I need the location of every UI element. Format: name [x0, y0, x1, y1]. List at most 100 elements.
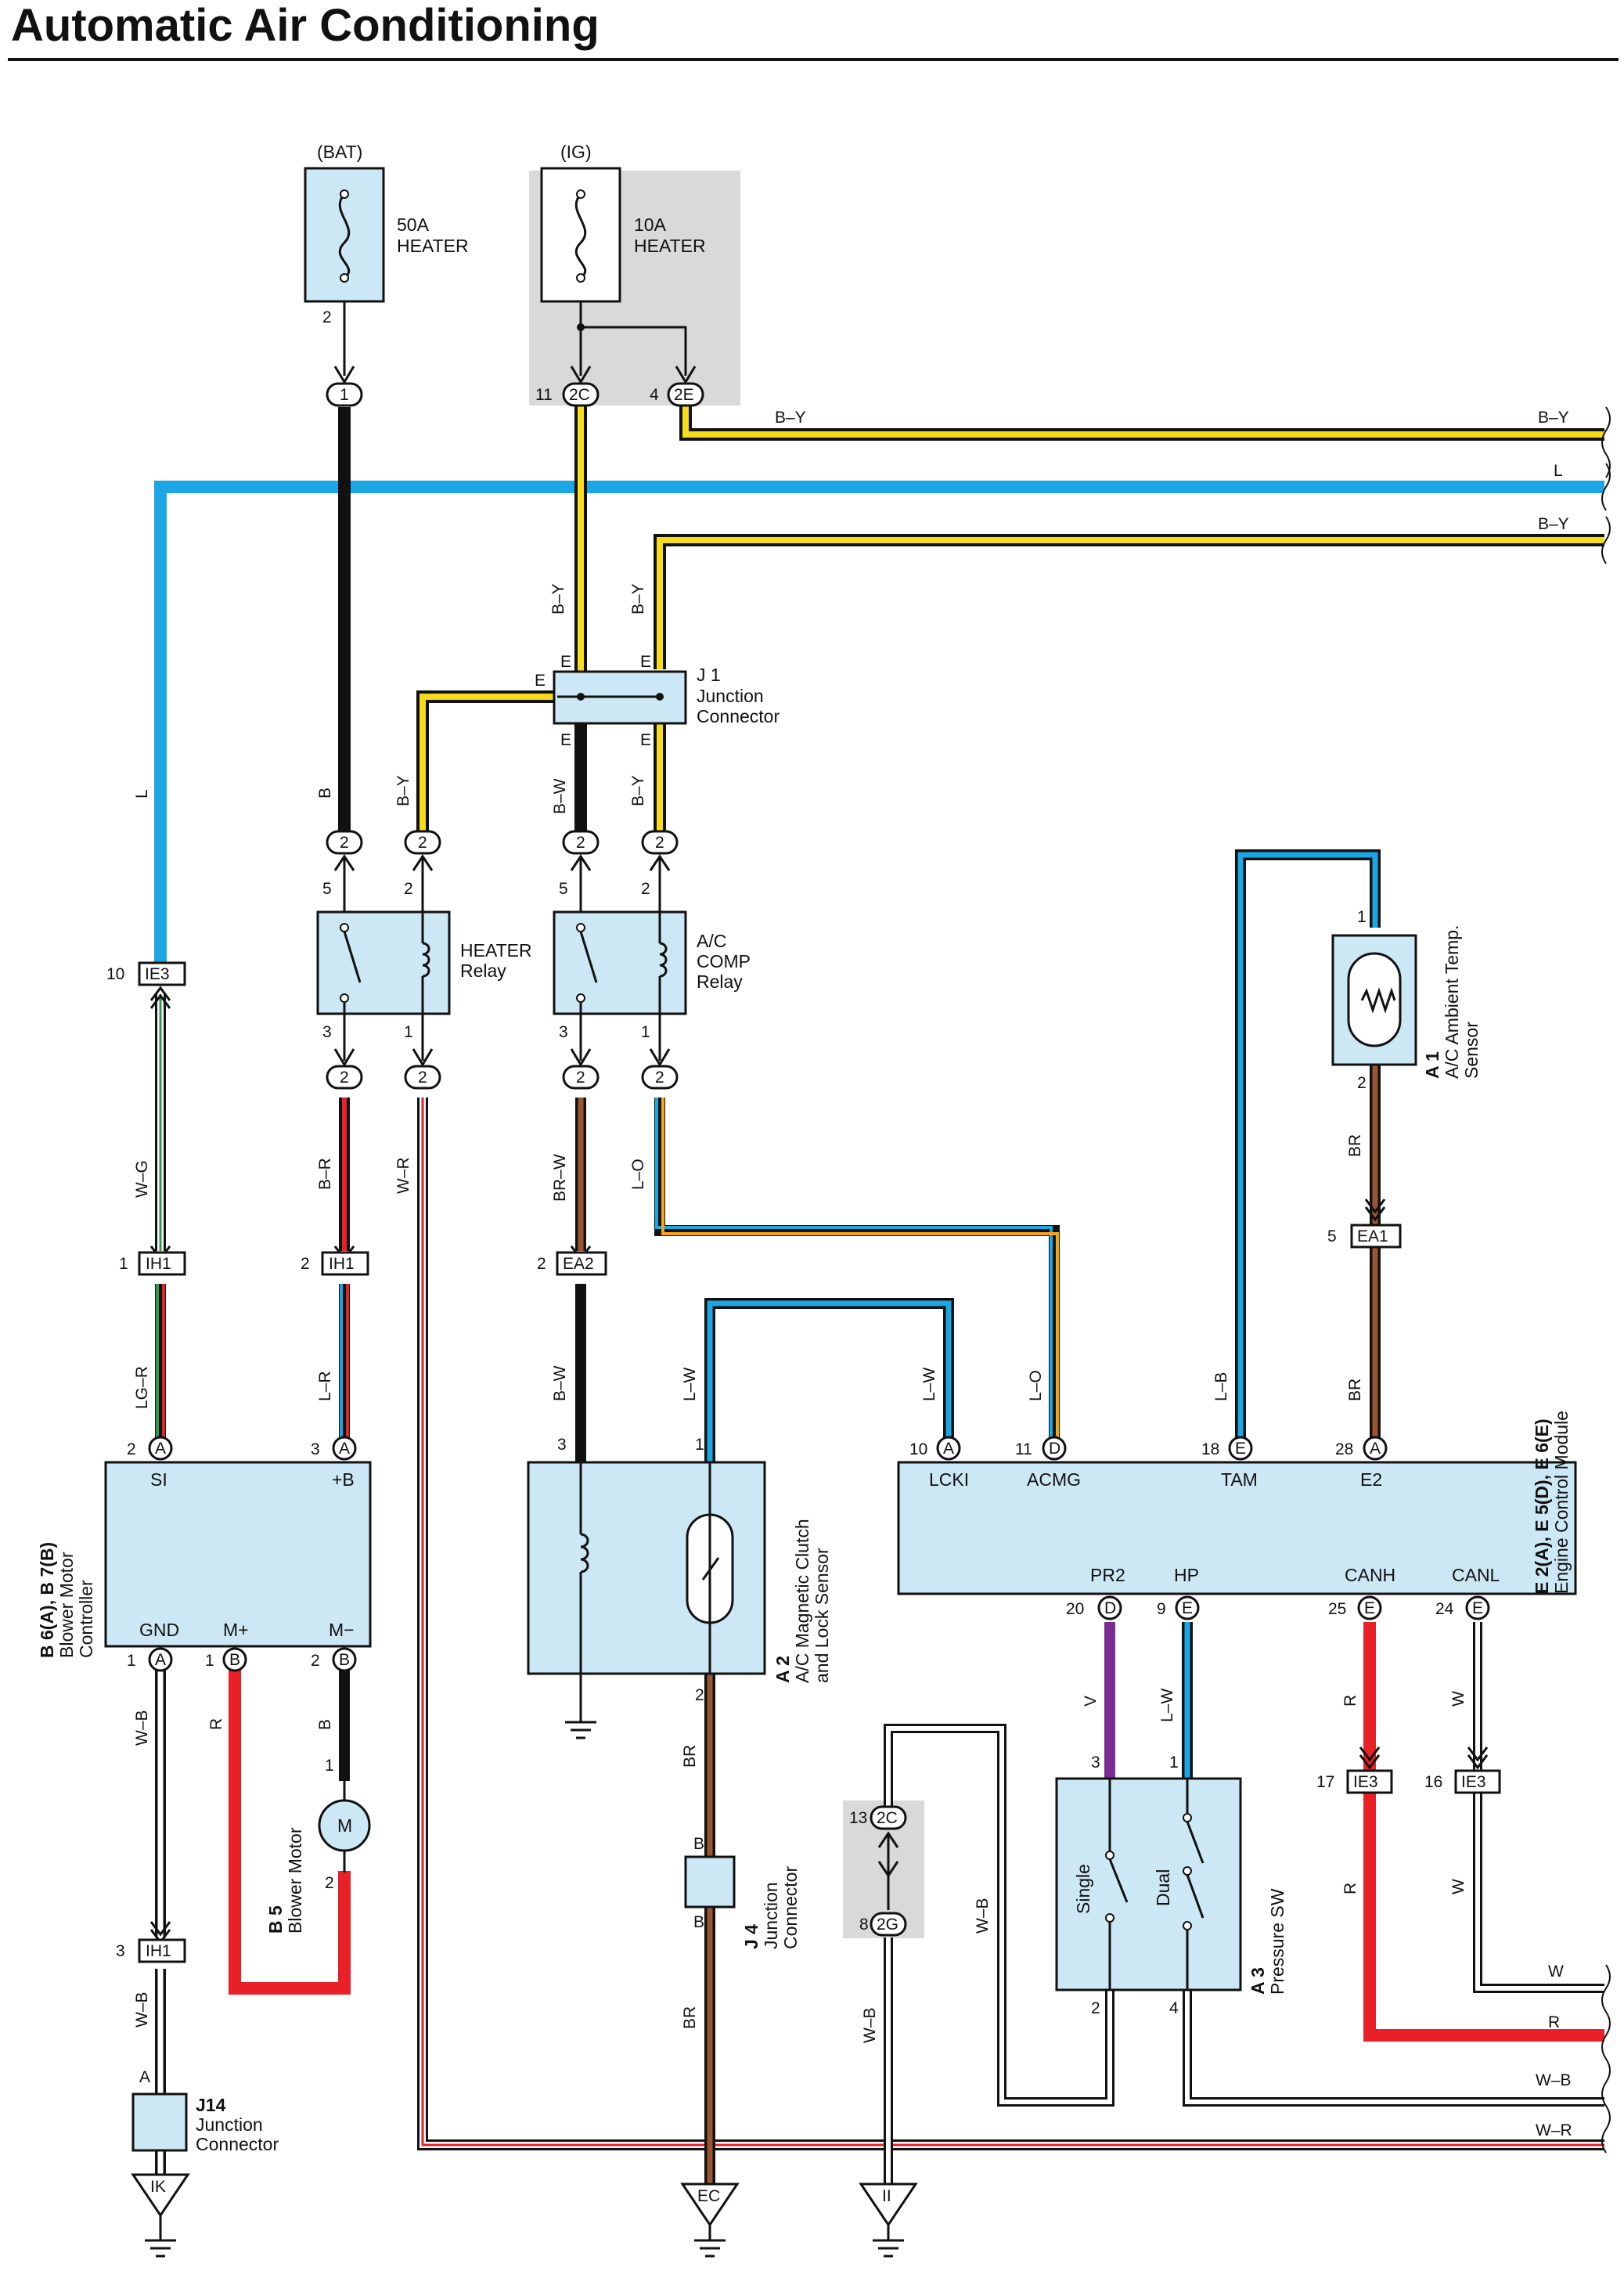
bc-top-pin-1: 2 [127, 1440, 136, 1458]
psw-pin-3: 3 [1091, 1754, 1100, 1772]
relay-connectors-bottom: 3 1 3 1 2 2 2 2 [322, 1014, 679, 1090]
j1-name-1: Junction [697, 686, 764, 706]
ecm-bot-conn-1: D [1104, 1599, 1116, 1617]
blower-ctrl-box [104, 1461, 372, 1648]
conn-2c-top-label: 2C [569, 386, 590, 404]
j4-pin-b2: B [693, 1913, 704, 1931]
clutch-name-2: and Lock Sensor [812, 1548, 832, 1683]
bc-bot-conn-2: B [229, 1651, 240, 1669]
pin-17: 17 [1316, 1773, 1334, 1791]
pin-1-ih1: 1 [119, 1255, 128, 1273]
wire-by-second [654, 534, 1604, 669]
conn-2c-mid [870, 1805, 907, 1830]
pin-13: 13 [849, 1809, 867, 1827]
conn-ih1-a [138, 1251, 186, 1276]
wire-lo [654, 1098, 1060, 1439]
pin-5-ea1: 5 [1327, 1227, 1337, 1245]
clutch-pin-3: 3 [557, 1436, 567, 1454]
rcb-3: 2 [576, 1069, 585, 1087]
psw-pin-1: 1 [1169, 1754, 1179, 1772]
blower-motor: 1 M 2 B 5 Blower Motor [265, 1757, 371, 1934]
lbl-by-1: B–Y [775, 409, 806, 427]
psw-name: Pressure SW [1267, 1888, 1287, 1995]
j1-ref: J 1 [697, 665, 721, 685]
j4-pin-b1: B [693, 1835, 704, 1853]
pin-16: 16 [1424, 1773, 1442, 1791]
lbl-r-1: R [207, 1718, 225, 1730]
lbl-lw-1: L–W [681, 1368, 699, 1401]
ecm-bot-pin-4: 24 [1435, 1600, 1454, 1618]
pin-2-ea2: 2 [537, 1255, 546, 1273]
clutch-ref: A 2 [772, 1656, 793, 1683]
ecm-canh: CANH [1345, 1565, 1395, 1585]
ecm-top-conn-3: E [1235, 1440, 1246, 1458]
fuse-50a-rating: 50A [397, 214, 430, 235]
pin-8: 8 [859, 1916, 869, 1934]
lbl-br-2: BR [1346, 1134, 1364, 1157]
lbl-bw-2: B–W [551, 1365, 569, 1401]
ac-comp-relay: A/C COMP Relay [553, 910, 751, 1015]
ground-ec-label: EC [697, 2187, 720, 2205]
clutch-name-1: A/C Magnetic Clutch [792, 1519, 812, 1683]
bc-plusb: +B [332, 1469, 355, 1490]
j4-box [684, 1855, 736, 1909]
lbl-br-4: BR [681, 2006, 699, 2029]
heater-relay-coil-icon [422, 942, 430, 978]
mid-connectors: IE3 10 IH1 1 IH1 2 EA2 2 EA1 5 [106, 961, 1402, 1276]
lbl-lw-3: L–W [1158, 1689, 1176, 1722]
j1-pin-e1: E [560, 653, 571, 671]
ecm-top-conn-1: A [943, 1440, 954, 1458]
conn-ea1 [1350, 1224, 1402, 1249]
ecm-top-pin-2: 11 [1015, 1440, 1032, 1458]
lbl-wg: W–G [133, 1160, 151, 1198]
ecm-bot-conn-2: E [1182, 1599, 1193, 1617]
conn-ie3-16 [1454, 1769, 1501, 1794]
j14-pin-a: A [139, 2068, 150, 2086]
j4-name-2: Connector [780, 1866, 801, 1949]
conn-1-label: 1 [340, 386, 349, 404]
bc-top-conn-2: A [339, 1440, 350, 1458]
rc-3: 2 [576, 834, 585, 852]
wire-lb [1235, 849, 1381, 1439]
bat-label: (BAT) [317, 142, 362, 162]
bc-gnd: GND [139, 1620, 179, 1640]
ac-relay-name-2: COMP [697, 951, 751, 971]
engine-control-module: A 10 LCKI D 11 ACMG E 18 TAM A 28 E2 PR2… [897, 1411, 1577, 1620]
lbl-br-wire: B–R [316, 1158, 334, 1190]
wire-lr [339, 1284, 350, 1439]
j14-ref: J14 [196, 2095, 226, 2115]
ecm-e2: E2 [1360, 1469, 1382, 1490]
sensor-ref: A 1 [1422, 1051, 1442, 1079]
lbl-wb-3: W–B [974, 1898, 992, 1934]
clutch-coil-icon [580, 1533, 589, 1573]
j1-pin-e3: E [535, 672, 546, 690]
clutch-pin-2: 2 [695, 1686, 704, 1704]
conn-ea2 [556, 1251, 607, 1276]
lower-wire-labels: W–B R B BR BR W–B W–B W–B V L–W R W R W … [133, 1689, 1572, 2139]
conn-ih1-b [321, 1251, 369, 1276]
lbl-lw-2: L–W [920, 1368, 938, 1401]
conn-ie3-17-label: IE3 [1353, 1773, 1378, 1791]
lbl-r-2: R [1341, 1695, 1359, 1707]
ecm-top-pin-4: 28 [1335, 1440, 1353, 1458]
heater-relay-name-2: Relay [460, 961, 506, 981]
ground-ii: II [859, 2182, 918, 2258]
lbl-l-right: L [1554, 462, 1563, 480]
bc-bot-pin-3: 2 [311, 1652, 320, 1670]
sensor-name-1: A/C Ambient Temp. [1442, 925, 1462, 1079]
bc-name-2: Controller [76, 1580, 96, 1658]
pin-11-top: 11 [535, 386, 553, 404]
ecm-canl: CANL [1452, 1565, 1500, 1585]
conn-2e [667, 382, 704, 407]
relay-pin-1b: 1 [641, 1023, 650, 1041]
sensor-pin-1: 1 [1357, 908, 1367, 926]
lbl-by-2: B–Y [1538, 409, 1569, 427]
relay-pin-3b: 3 [559, 1023, 568, 1041]
ecm-pr2: PR2 [1090, 1565, 1125, 1585]
bm-pin-2: 2 [325, 1874, 334, 1892]
sensor-pin-2: 2 [1357, 1074, 1367, 1092]
ac-relay-name-1: A/C [697, 931, 726, 951]
heater-relay: HEATER Relay [316, 910, 532, 1015]
relay-pin-2b: 2 [641, 880, 650, 898]
lbl-by-v1: B–Y [549, 583, 567, 615]
